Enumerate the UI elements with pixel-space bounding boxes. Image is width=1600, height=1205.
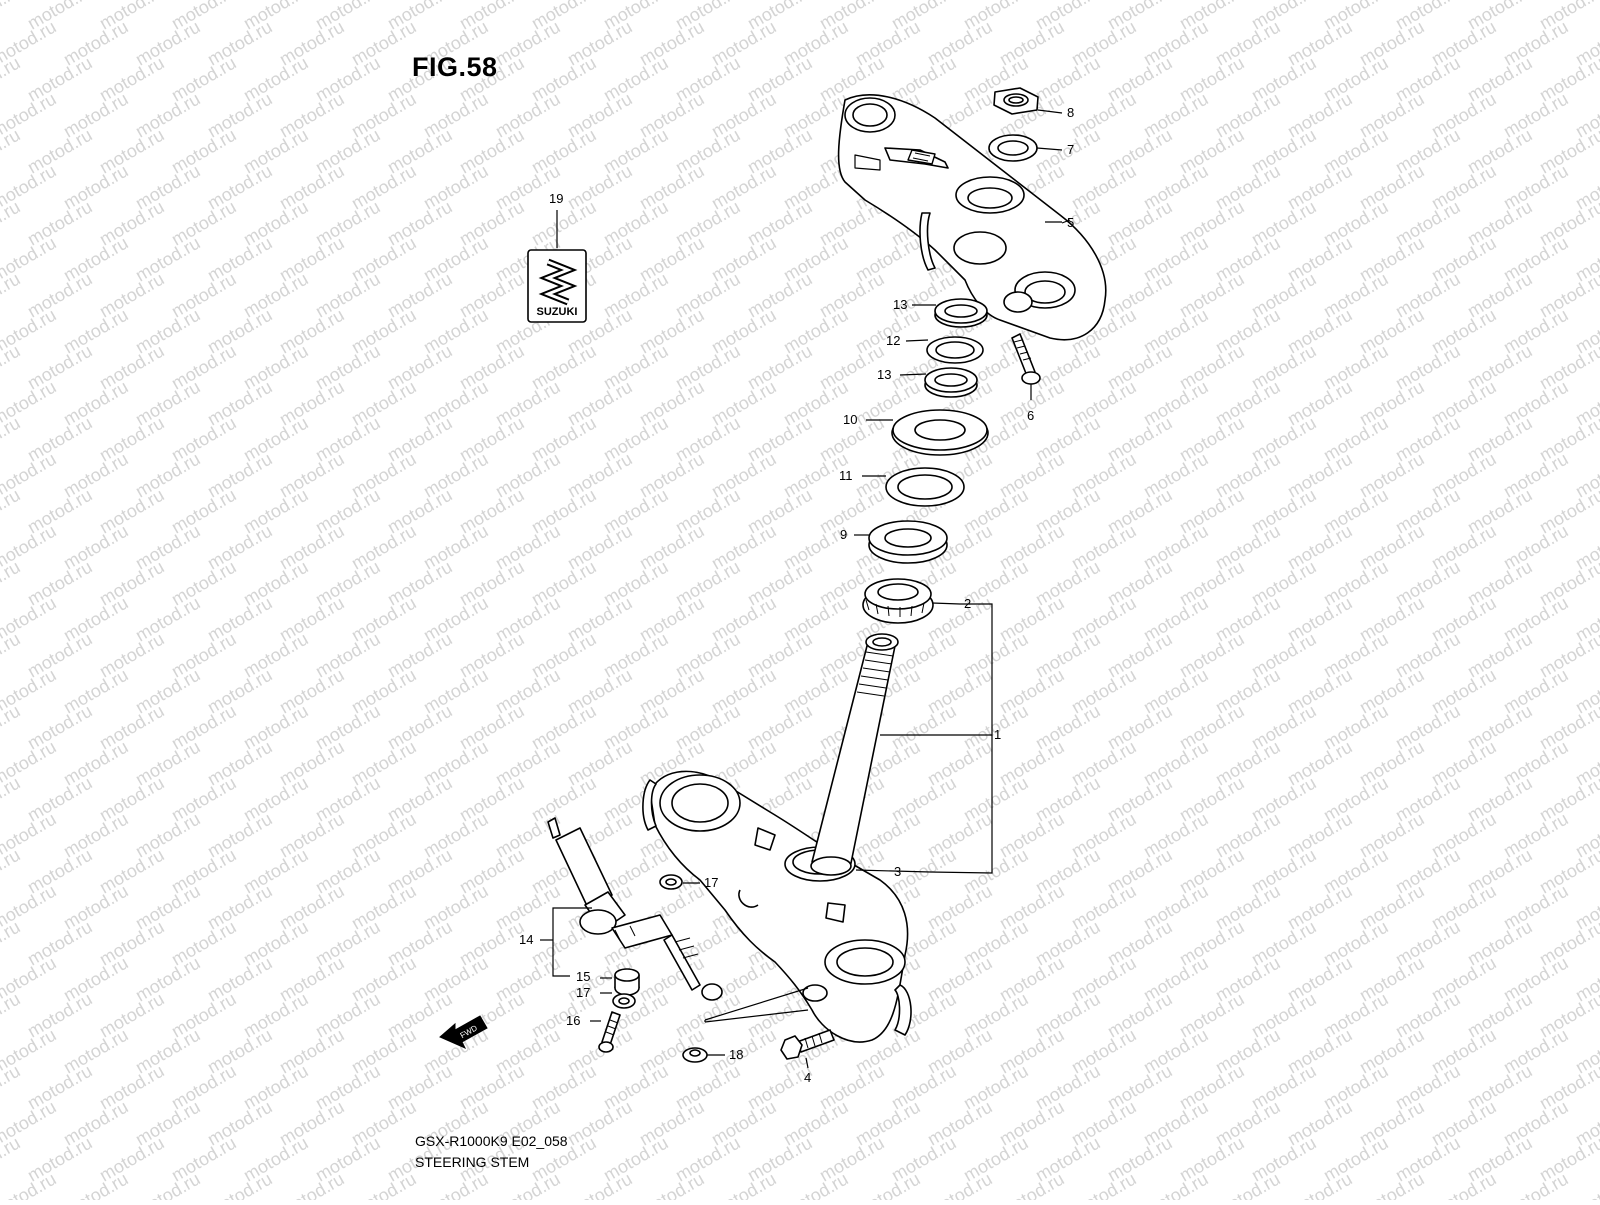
callout-3: 3 — [894, 864, 901, 879]
washer — [988, 134, 1038, 162]
watermark-text: motod.ru — [0, 485, 24, 538]
watermark-text: motod.ru — [0, 557, 24, 610]
callout-19: 19 — [549, 191, 563, 206]
callout-4: 4 — [804, 1070, 811, 1085]
bearing-race — [885, 467, 965, 507]
watermark-text: motod.ru — [924, 1169, 996, 1200]
watermark-text: motod.ru — [0, 1061, 24, 1114]
clamp-nut — [682, 1047, 708, 1063]
suzuki-emblem-text: SUZUKI — [537, 306, 578, 318]
watermark-text: motod.ru — [0, 845, 24, 898]
watermark-text: motod.ru — [0, 1133, 24, 1186]
watermark-text: motod.ru — [0, 773, 24, 826]
watermark-text: motod.ru — [1500, 1169, 1572, 1200]
callout-14: 14 — [519, 932, 533, 947]
watermark-text: motod.ru — [780, 1169, 852, 1200]
watermark-text: motod.ru — [0, 989, 24, 1042]
watermark-text: motod.ru — [60, 1169, 132, 1200]
watermark-text: motod.ru — [0, 413, 24, 466]
callout-7: 7 — [1067, 142, 1074, 157]
lock-washer — [926, 336, 984, 364]
callout-17-upper: 17 — [704, 875, 718, 890]
watermark-text: motod.ru — [1284, 1169, 1356, 1200]
callout-10: 10 — [843, 412, 857, 427]
watermark-text: motod.ru — [636, 1169, 708, 1200]
watermark-text: motod.ru — [0, 125, 24, 178]
watermark-text: motod.ru — [420, 1169, 492, 1200]
watermark-text: motod.ru — [204, 1169, 276, 1200]
watermark-text: motod.ru — [564, 1169, 636, 1200]
callout-5: 5 — [1067, 215, 1074, 230]
callout-13-lower: 13 — [877, 367, 891, 382]
watermark-text: motod.ru — [0, 0, 24, 33]
callout-8: 8 — [1067, 105, 1074, 120]
model-code: GSX-R1000K9 E02_058 — [415, 1133, 568, 1149]
callout-11: 11 — [839, 468, 853, 483]
lock-nut-lower — [924, 367, 978, 398]
watermark-text: motod.ru — [1572, 1169, 1600, 1200]
watermark-text: motod.ru — [0, 269, 24, 322]
watermark-text: motod.ru — [1428, 1169, 1500, 1200]
watermark-text: motod.ru — [0, 629, 24, 682]
dust-seal — [891, 409, 989, 456]
callout-1: 1 — [994, 727, 1001, 742]
callout-17-lower: 17 — [576, 985, 590, 1000]
lower-bearing — [862, 578, 934, 624]
upper-bearing — [868, 520, 948, 564]
figure-title: FIG.58 — [412, 52, 498, 82]
callout-6: 6 — [1027, 408, 1034, 423]
watermark-text: motod.ru — [1212, 1169, 1284, 1200]
watermark-text: motod.ru — [348, 1169, 420, 1200]
watermark-text: motod.ru — [276, 1169, 348, 1200]
lock-nut-upper — [934, 298, 988, 328]
watermark-text: motod.ru — [1356, 1169, 1428, 1200]
watermark-text: motod.ru — [708, 1169, 780, 1200]
watermark-text: motod.ru — [0, 341, 24, 394]
watermark-text: motod.ru — [1140, 1169, 1212, 1200]
callout-12: 12 — [886, 333, 900, 348]
watermark-text: motod.ru — [132, 1169, 204, 1200]
stem-nut — [993, 87, 1039, 115]
callout-2: 2 — [964, 596, 971, 611]
callout-13-upper: 13 — [893, 297, 907, 312]
watermark-text: motod.ru — [0, 197, 24, 250]
watermark-text: motod.ru — [0, 53, 24, 106]
watermark-text: motod.ru — [0, 701, 24, 754]
watermark-text: motod.ru — [996, 1169, 1068, 1200]
callout-9: 9 — [840, 527, 847, 542]
watermark-text: motod.ru — [492, 1169, 564, 1200]
callout-18: 18 — [729, 1047, 743, 1062]
callout-15: 15 — [576, 969, 590, 984]
damper-collar — [614, 968, 640, 996]
watermark-text: motod.ru — [1068, 1169, 1140, 1200]
section-name: STEERING STEM — [415, 1154, 530, 1170]
callout-16: 16 — [566, 1013, 580, 1028]
watermark-text: motod.ru — [852, 1169, 924, 1200]
watermark-text: motod.ru — [0, 917, 24, 970]
